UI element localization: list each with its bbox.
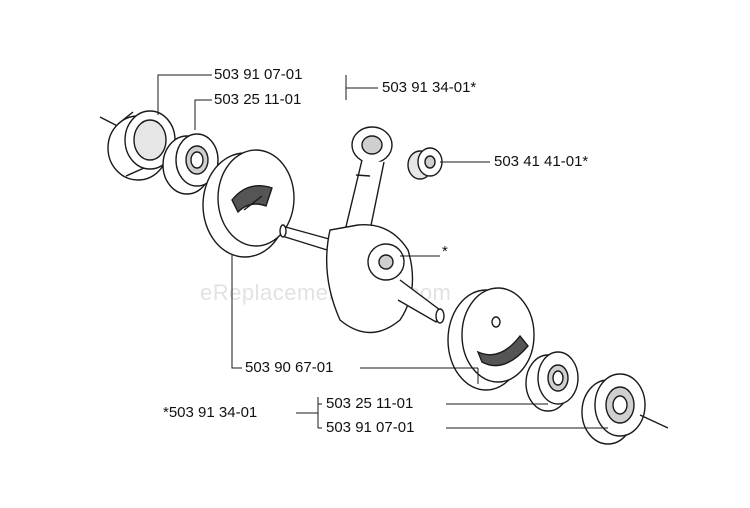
- label-top-bearing-housing: 503 91 07-01: [214, 66, 303, 83]
- flywheel-half-icon: [202, 149, 295, 258]
- shaft-axis-right: [639, 414, 669, 429]
- label-top-group: 503 91 34-01*: [382, 79, 477, 96]
- label-bottom-bearing: 503 25 11-01: [326, 395, 414, 412]
- bearing-housing-top-icon: [107, 110, 176, 181]
- bearing-top-icon: [162, 133, 219, 195]
- flywheel-half-bottom-icon: [447, 287, 535, 391]
- crank-web-icon: [326, 224, 445, 334]
- bearing-housing-bottom-icon: [581, 373, 646, 445]
- bearing-bottom-icon: [525, 351, 579, 412]
- label-flywheel-half: 503 90 67-01: [245, 359, 334, 376]
- needle-bearing-icon: [407, 147, 443, 180]
- label-bottom-group: *503 91 34-01: [163, 404, 258, 421]
- connecting-rod-icon: [343, 126, 393, 241]
- label-needle-bearing: 503 41 41-01*: [494, 153, 589, 170]
- label-crank-marker: *: [442, 243, 448, 260]
- label-top-bearing: 503 25 11-01: [214, 91, 302, 108]
- label-bottom-bearing-housing: 503 91 07-01: [326, 419, 415, 436]
- leader-lines: [157, 74, 608, 429]
